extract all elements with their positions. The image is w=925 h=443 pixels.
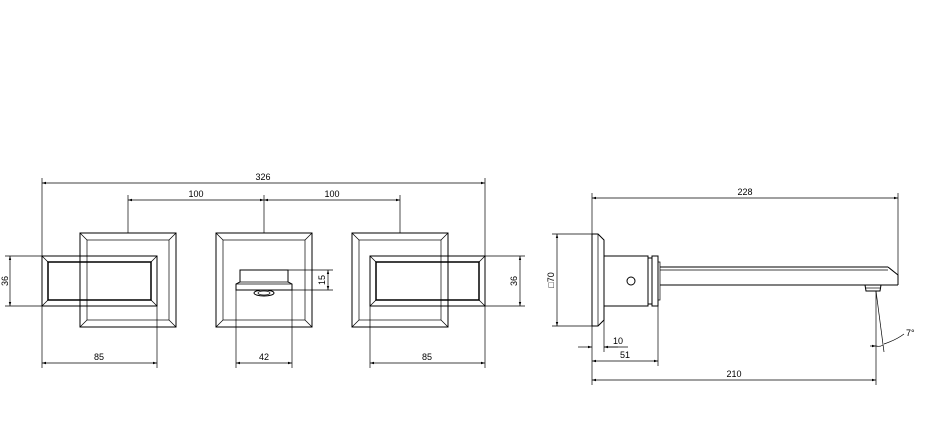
dim-spacing: 100 100 — [127, 189, 401, 233]
side-spout-arm — [660, 266, 899, 292]
dim-label-36-right: 36 — [509, 276, 519, 286]
dim-label-15: 15 — [317, 275, 327, 285]
dim-label-36-left: 36 — [0, 276, 10, 286]
side-view: 228 □70 10 51 210 — [546, 187, 915, 385]
dim-spout-width: 42 — [235, 290, 293, 368]
dim-outlet-angle: 7° — [870, 290, 915, 353]
front-view: 326 100 100 36 36 — [0, 172, 525, 368]
dim-overall-width: 326 — [41, 172, 486, 256]
left-valve-plate — [79, 232, 177, 328]
dim-side-projection: 228 — [591, 187, 899, 275]
right-valve-plate — [351, 232, 449, 328]
dim-label-51: 51 — [620, 350, 630, 360]
left-handle-lever — [41, 255, 158, 307]
dim-left-handle-width: 85 — [41, 306, 158, 368]
dim-label-100-right: 100 — [324, 189, 339, 199]
right-handle-lever — [369, 255, 486, 307]
side-valve-body — [603, 255, 661, 307]
dim-spout-height: 15 — [288, 269, 333, 291]
dim-label-228: 228 — [737, 187, 752, 197]
dim-right-handle-width: 85 — [369, 306, 486, 368]
dim-plate-size: □70 — [546, 233, 598, 327]
dim-body-depth: 51 — [592, 306, 659, 366]
side-wall-plate — [591, 233, 605, 327]
spout-front — [235, 269, 293, 297]
dim-label-210: 210 — [726, 369, 741, 379]
dim-spout-reach: 210 — [592, 291, 877, 385]
dim-label-42: 42 — [259, 352, 269, 362]
dim-left-handle-height: 36 — [0, 255, 42, 307]
dim-right-handle-height: 36 — [485, 255, 525, 307]
dim-label-10: 10 — [613, 336, 623, 346]
dim-plate-depth: 10 — [578, 320, 628, 385]
dim-label-7deg: 7° — [906, 328, 915, 338]
dim-label-85-right: 85 — [422, 352, 432, 362]
spout-plate — [215, 232, 313, 328]
dim-label-100-left: 100 — [188, 189, 203, 199]
dim-label-85-left: 85 — [94, 352, 104, 362]
dim-label-70: □70 — [546, 272, 556, 287]
dim-label-326: 326 — [255, 172, 270, 182]
